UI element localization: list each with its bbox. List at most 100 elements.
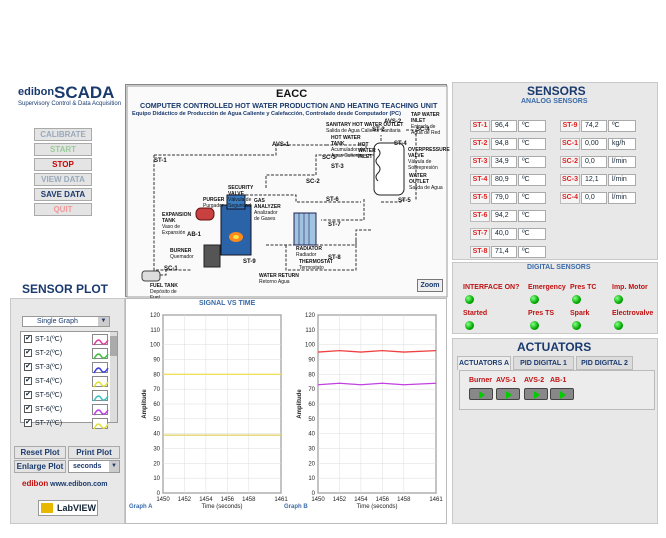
digital-led-3 <box>614 295 623 304</box>
graph-mode-select[interactable]: Single Graph ▼ <box>22 316 110 327</box>
actuator-toggle-2[interactable] <box>524 388 548 400</box>
view-data-button[interactable]: VIEW DATA <box>34 173 92 186</box>
chevron-down-icon: ▼ <box>109 461 119 472</box>
tag-st-9: ST-9 <box>243 259 256 265</box>
digital-led-2 <box>572 295 581 304</box>
units-select[interactable]: seconds ▼ <box>68 460 120 473</box>
play-icon <box>560 391 566 399</box>
series-swatch-5[interactable] <box>92 404 109 416</box>
scrollbar-thumb[interactable] <box>110 336 117 356</box>
series-checkbox-5[interactable]: ✔ <box>24 405 32 414</box>
logo-product: SCADA <box>54 83 115 102</box>
series-swatch-1[interactable] <box>92 348 109 360</box>
x-tick-0-2: 1454 <box>199 497 213 503</box>
enlarge-plot-button[interactable]: Enlarge Plot <box>14 460 66 473</box>
y-tick-1-4: 40 <box>308 432 315 438</box>
quit-button[interactable]: QUIT <box>34 203 92 216</box>
analog-label-st-2: ST-2 <box>470 138 490 150</box>
zoom-button[interactable]: Zoom <box>417 279 443 292</box>
x-tick-1-3: 1456 <box>376 497 390 503</box>
series-row-1[interactable]: ✔ST-2(ºC) <box>24 348 62 360</box>
series-swatch-3[interactable] <box>92 376 109 388</box>
series-swatch-4[interactable] <box>92 390 109 402</box>
series-checkbox-4[interactable]: ✔ <box>24 391 32 400</box>
tab-actuator-1[interactable]: PID DIGITAL 1 <box>513 356 574 370</box>
analog-unit-st-4: ºC <box>518 174 546 186</box>
analog-value-st-9: 74,2 <box>581 120 607 132</box>
series-swatch-2[interactable] <box>92 362 109 374</box>
y-tick-0-4: 40 <box>153 432 160 438</box>
actuator-toggle-3[interactable] <box>550 388 574 400</box>
x-tick-0-5: 1461 <box>274 497 288 503</box>
series-line-1-0 <box>317 349 437 353</box>
analog-unit-sc-4: l/min <box>608 192 636 204</box>
series-label-2: ST-3(ºC) <box>35 364 63 371</box>
series-row-0[interactable]: ✔ST-1(ºC) <box>24 334 62 346</box>
series-row-5[interactable]: ✔ST-6(ºC) <box>24 404 62 416</box>
start-button[interactable]: START <box>34 143 92 156</box>
analog-sensors-title: ANALOG SENSORS <box>521 98 588 105</box>
analog-value-st-4: 80,9 <box>491 174 517 186</box>
series-row-3[interactable]: ✔ST-4(ºC) <box>24 376 62 388</box>
series-checkbox-0[interactable]: ✔ <box>24 335 32 344</box>
digital-label-0: INTERFACE ON? <box>463 284 520 291</box>
tag-st-6: ST-6 <box>326 197 339 203</box>
analog-label-sc-2: SC-2 <box>560 156 580 168</box>
digital-led-4 <box>465 321 474 330</box>
actuator-toggle-1[interactable] <box>496 388 520 400</box>
series-checkbox-3[interactable]: ✔ <box>24 377 32 386</box>
series-checkbox-6[interactable]: ✔ <box>24 419 32 428</box>
series-checkbox-2[interactable]: ✔ <box>24 363 32 372</box>
series-label-3: ST-4(ºC) <box>35 378 63 385</box>
y-axis-label-0: Amplitude <box>142 389 148 419</box>
tag-st-4: ST-4 <box>394 141 407 147</box>
edibon-url[interactable]: edibon www.edibon.com <box>22 479 108 488</box>
reset-plot-button[interactable]: Reset Plot <box>14 446 66 459</box>
y-tick-1-1: 10 <box>308 476 315 482</box>
series-row-2[interactable]: ✔ST-3(ºC) <box>24 362 62 374</box>
series-checkbox-1[interactable]: ✔ <box>24 349 32 358</box>
calibrate-button[interactable]: CALIBRATE <box>34 128 92 141</box>
units-value: seconds <box>73 463 102 470</box>
analog-label-sc-1: SC-1 <box>560 138 580 150</box>
tag-st-8: ST-8 <box>328 255 341 261</box>
series-scrollbar[interactable] <box>110 332 117 422</box>
tab-actuator-2[interactable]: PID DIGITAL 2 <box>576 356 633 370</box>
y-tick-0-10: 100 <box>150 343 161 349</box>
actuator-label-3: AB-1 <box>550 377 567 384</box>
actuator-toggle-0[interactable] <box>469 388 493 400</box>
series-row-4[interactable]: ✔ST-5(ºC) <box>24 390 62 402</box>
series-row-6[interactable]: ✔ST-7(ºC) <box>24 418 62 430</box>
chevron-down-icon: ▼ <box>98 317 109 326</box>
analog-label-st-8: ST-8 <box>470 246 490 258</box>
save-data-button[interactable]: SAVE DATA <box>34 188 92 201</box>
logo-tagline: Supervisory Control & Data Acquisition <box>18 101 122 107</box>
x-tick-0-3: 1456 <box>221 497 235 503</box>
x-axis-label-0: Time (seconds) <box>201 504 242 510</box>
tag-st-7: ST-7 <box>328 222 341 228</box>
analog-value-st-5: 79,0 <box>491 192 517 204</box>
analog-value-st-7: 40,0 <box>491 228 517 240</box>
analog-unit-sc-2: l/min <box>608 156 636 168</box>
actuator-label-0: Burner <box>469 377 492 384</box>
tag-st-5: ST-5 <box>398 198 411 204</box>
series-swatch-0[interactable] <box>92 334 109 346</box>
tag-avs-1: AVS-1 <box>272 142 290 148</box>
series-label-4: ST-5(ºC) <box>35 392 63 399</box>
y-axis-label-1: Amplitude <box>297 389 303 419</box>
stop-button[interactable]: STOP <box>34 158 92 171</box>
print-plot-button[interactable]: Print Plot <box>68 446 120 459</box>
digital-label-4: Started <box>463 310 488 317</box>
analog-label-st-5: ST-5 <box>470 192 490 204</box>
y-tick-0-3: 30 <box>153 447 160 453</box>
diagram-title: COMPUTER CONTROLLED HOT WATER PRODUCTION… <box>140 101 438 110</box>
series-swatch-6[interactable] <box>92 418 109 430</box>
tab-actuator-0[interactable]: ACTUATORS A <box>457 356 511 370</box>
